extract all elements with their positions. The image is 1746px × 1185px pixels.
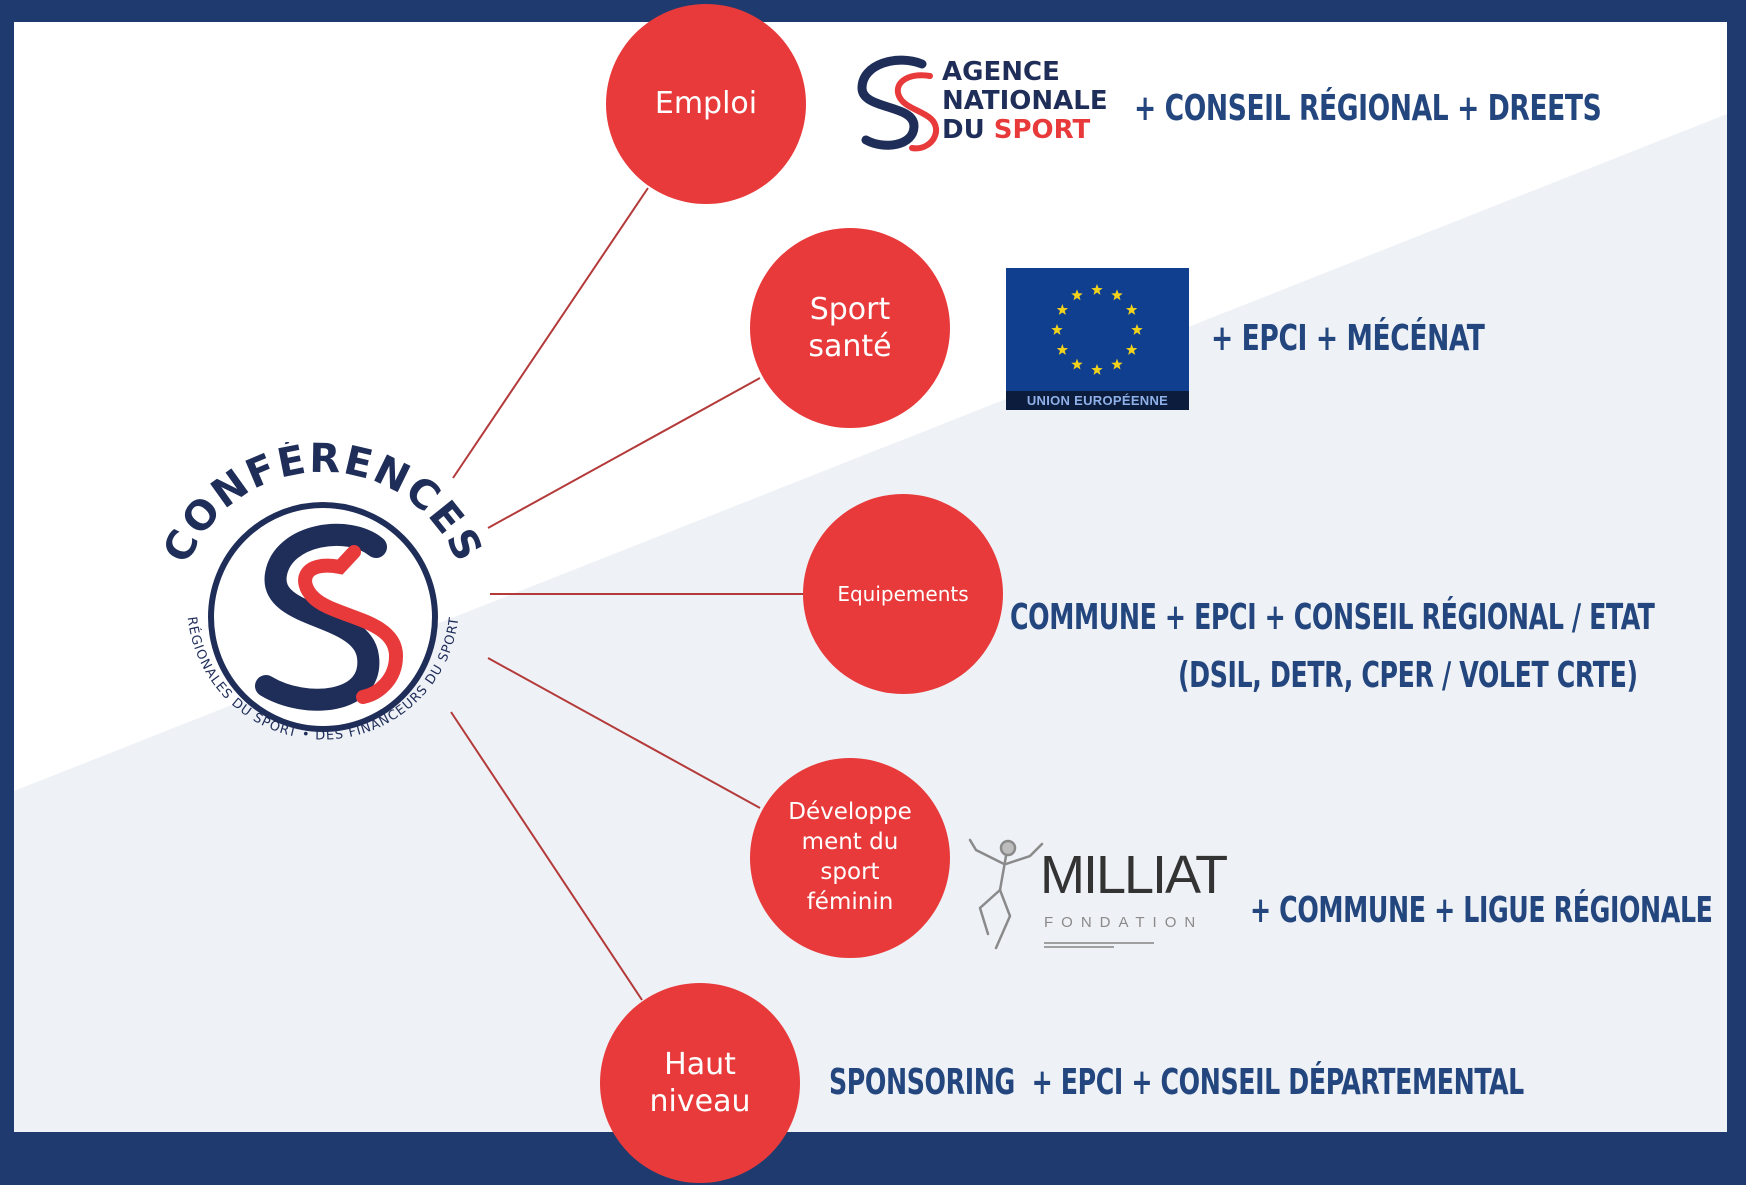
eu-star [1091,284,1103,295]
eu-star [1111,289,1123,301]
eu-star [1051,324,1063,335]
eu-star [1125,344,1138,355]
runner-figure-icon [968,838,1044,950]
eu-star [1056,344,1069,355]
eu-star [1091,364,1103,375]
node-sport-sante-label: Sport santé [808,291,892,365]
eu-star [1056,304,1069,315]
node-haut-niveau-label: Haut niveau [649,1046,751,1120]
connectors [450,187,803,1001]
ans-line3a: DU [942,115,994,145]
milliat-sub: FONDATION [1044,914,1204,931]
node-feminin-label: Développe ment du sport féminin [788,799,912,915]
funders-equipements-line1: COMMUNE + EPCI + CONSEIL RÉGIONAL / ETAT [1010,597,1655,638]
funders-haut-niveau: SPONSORING + EPCI + CONSEIL DÉPARTEMENTA… [829,1062,1524,1103]
eu-star [1111,358,1123,370]
node-emploi-label: Emploi [654,86,758,122]
node-sport-sante[interactable]: Sport santé [750,228,950,428]
eu-flag-icon: UNION EUROPÉENNE [1006,268,1189,410]
funders-feminin: + COMMUNE + LIGUE RÉGIONALE [1250,890,1713,931]
connector-sport-sante [487,377,761,529]
node-equipements-label: Equipements [837,581,969,606]
node-haut-niveau[interactable]: Haut niveau [600,983,800,1183]
ans-logo-icon [857,55,939,152]
ans-line1: AGENCE [942,57,1060,87]
ans-line2: NATIONALE [942,86,1108,116]
eu-flag-label: UNION EUROPÉENNE [1006,391,1189,410]
node-emploi[interactable]: Emploi [606,4,806,204]
funders-equipements-line2: (DSIL, DETR, CPER / VOLET CRTE) [1178,655,1638,696]
milliat-caption-lines [1044,942,1154,948]
eu-star [1071,358,1083,370]
milliat-logo: MILLIAT FONDATION [966,830,1236,965]
eu-star [1131,324,1143,335]
eu-star [1071,289,1083,301]
conferences-logo: CONFÉRENCES RÉGIONALES DU SPORT • DES FI… [154,442,489,744]
ans-line3b: SPORT [993,115,1091,145]
ans-logo-text: AGENCE NATIONALE DU SPORT [942,58,1108,145]
funders-emploi: + CONSEIL RÉGIONAL + DREETS [1134,88,1602,129]
connector-haut-niveau [450,711,643,1001]
eu-star [1125,304,1138,315]
connector-emploi [452,187,649,479]
connector-feminin [487,657,761,809]
eu-stars [1051,284,1143,375]
node-equipements[interactable]: Equipements [803,494,1003,694]
milliat-word: MILLIAT [1040,845,1228,905]
funders-sport-sante: + EPCI + MÉCÉNAT [1211,318,1485,359]
node-feminin[interactable]: Développe ment du sport féminin [750,758,950,958]
